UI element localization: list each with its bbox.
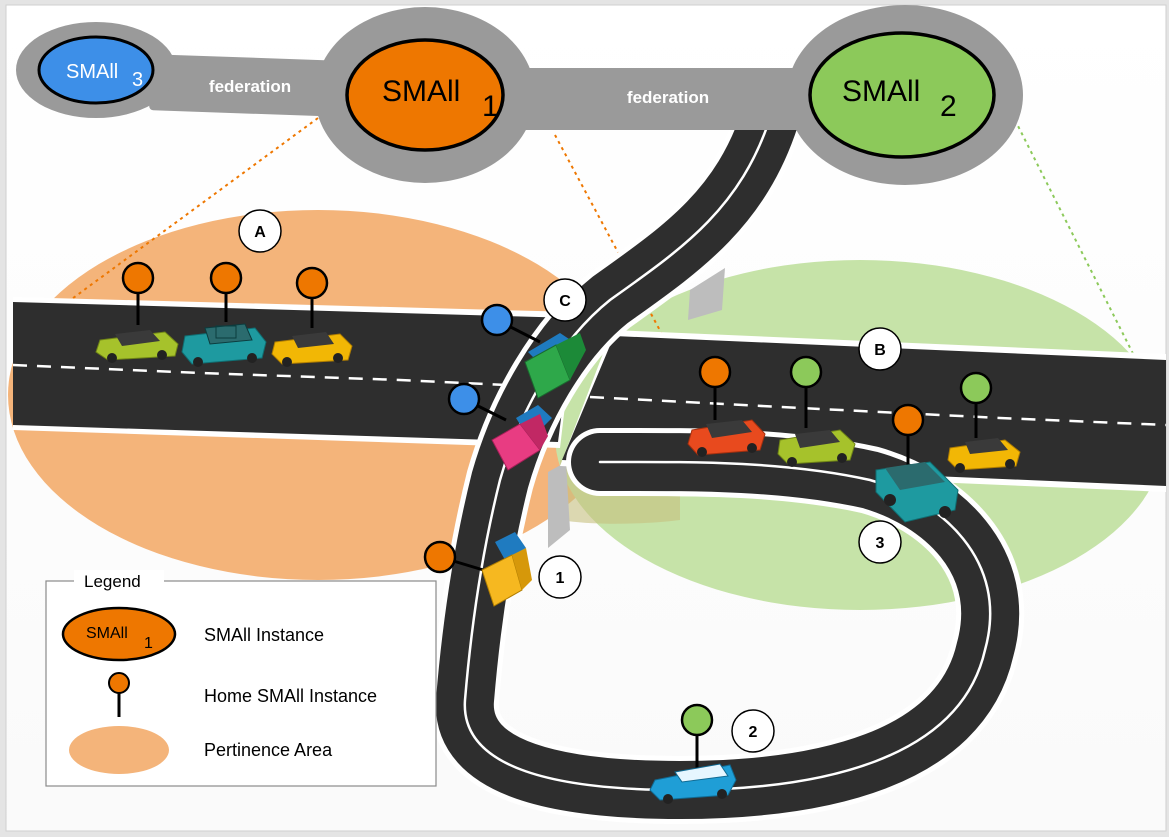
vehicle-car-blue xyxy=(649,703,737,804)
home-pin-green xyxy=(959,371,993,405)
home-pin-orange xyxy=(121,261,155,295)
legend-instance-badge-name: SMAll xyxy=(86,625,128,642)
vehicle-truck-green xyxy=(480,303,586,399)
small-node-2-sub: 2 xyxy=(940,90,957,123)
marker-3: 3 xyxy=(858,520,902,564)
legend-instance-badge-sub: 1 xyxy=(144,635,153,652)
legend-area-label: Pertinence Area xyxy=(204,740,333,760)
legend-home-label: Home SMAll Instance xyxy=(204,686,377,706)
vehicle-car-red xyxy=(687,355,766,457)
home-pin-green xyxy=(680,703,714,737)
small-node-1: SMAll 1 xyxy=(315,7,535,183)
legend: Legend SMAll 1 SMAll Instance Home SMAll… xyxy=(45,570,437,787)
vehicle-truck-pink xyxy=(447,382,552,471)
small-node-3: SMAll 3 xyxy=(16,22,176,118)
vehicle-car-teal xyxy=(181,261,267,367)
home-pin-orange xyxy=(423,540,457,574)
vehicle-car-yellow xyxy=(271,266,353,367)
marker-2-label: 2 xyxy=(749,724,758,741)
vehicle-truck-yellow xyxy=(423,532,532,607)
marker-a: A xyxy=(238,209,282,253)
federation-label-right: federation xyxy=(627,88,709,107)
small-node-1-name: SMAll xyxy=(382,75,460,108)
home-pin-orange xyxy=(698,355,732,389)
federation-label-left: federation xyxy=(209,77,291,96)
vehicle-car-yellow-right xyxy=(947,371,1021,473)
small-node-2-name: SMAll xyxy=(842,75,920,108)
small-node-2: SMAll 2 xyxy=(787,5,1023,185)
marker-3-label: 3 xyxy=(876,535,885,552)
marker-2: 2 xyxy=(731,709,775,753)
marker-c: C xyxy=(543,278,587,322)
legend-area-swatch xyxy=(69,726,169,774)
home-pin-blue xyxy=(480,303,514,337)
legend-home-pin-icon xyxy=(108,672,130,694)
marker-1-label: 1 xyxy=(556,570,565,587)
vehicle-suv-teal xyxy=(875,403,959,523)
marker-b: B xyxy=(858,327,902,371)
legend-instance-label: SMAll Instance xyxy=(204,625,324,645)
overpass-pillar xyxy=(688,268,725,320)
home-pin-orange xyxy=(891,403,925,437)
small-node-3-name: SMAll xyxy=(66,61,118,83)
marker-1: 1 xyxy=(538,555,582,599)
home-pin-orange xyxy=(209,261,243,295)
marker-a-label: A xyxy=(254,224,266,241)
overpass-pillar xyxy=(548,462,570,548)
vehicle-car-lime xyxy=(95,261,179,363)
marker-b-label: B xyxy=(874,342,886,359)
home-pin-orange xyxy=(295,266,329,300)
vehicle-car-lime-right xyxy=(777,355,856,467)
small-node-1-sub: 1 xyxy=(482,90,499,123)
small-node-3-sub: 3 xyxy=(132,69,143,91)
home-pin-blue xyxy=(447,382,481,416)
legend-title: Legend xyxy=(84,572,141,591)
marker-c-label: C xyxy=(559,293,571,310)
legend-instance-badge xyxy=(61,606,177,662)
home-pin-green xyxy=(789,355,823,389)
